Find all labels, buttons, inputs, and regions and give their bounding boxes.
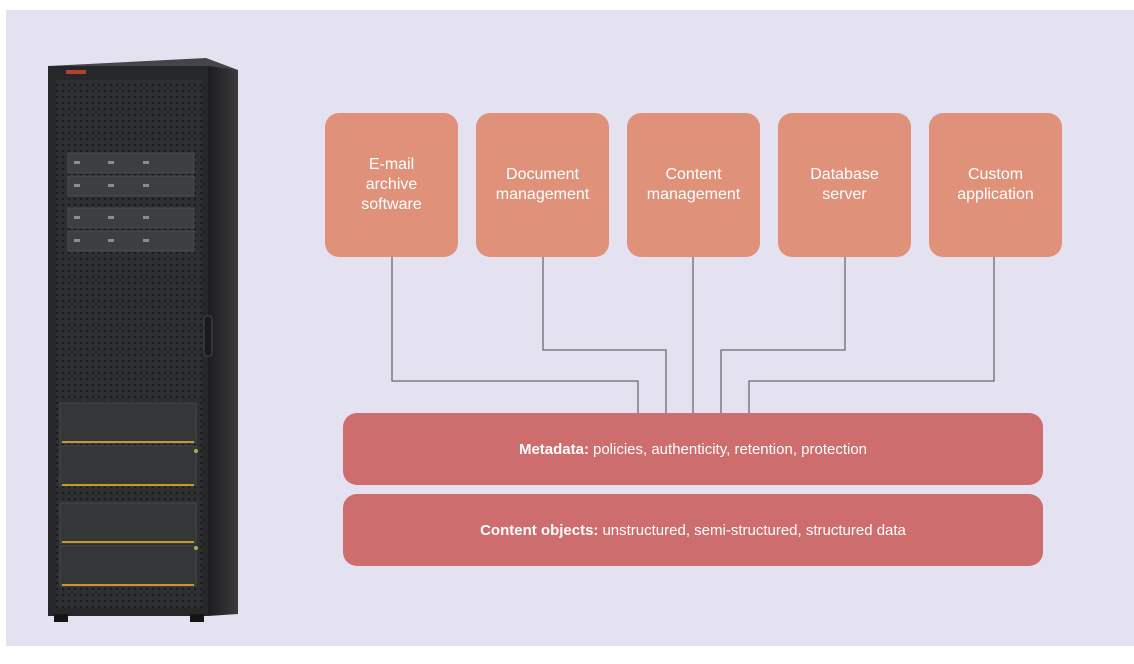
content-objects-layer: Content objects: unstructured, semi-stru… [343,494,1043,566]
app-label: Document management [495,166,590,203]
connector-email [391,257,639,413]
app-box-content-management: Content management [627,113,760,257]
app-label: Custom application [957,166,1034,203]
metadata-title: Metadata: [518,440,589,458]
app-box-email-archive: E-mail archive software [325,113,458,257]
server-rack-icon [48,58,238,622]
app-box-custom-application: Custom application [929,113,1062,257]
connector-document [542,257,667,413]
content-objects-title: Content objects: [480,521,599,539]
app-box-document-management: Document management [476,113,609,257]
app-label: E-mail archive software [361,156,422,213]
app-label: Database server [810,166,879,203]
app-label: Content management [646,166,741,203]
metadata-layer: Metadata: policies, authenticity, retent… [343,413,1043,485]
connector-custom [748,257,995,413]
metadata-text: policies, authenticity, retention, prote… [592,440,868,458]
app-box-database-server: Database server [778,113,911,257]
connector-database [720,257,846,413]
content-objects-text: unstructured, semi-structured, structure… [602,521,906,539]
